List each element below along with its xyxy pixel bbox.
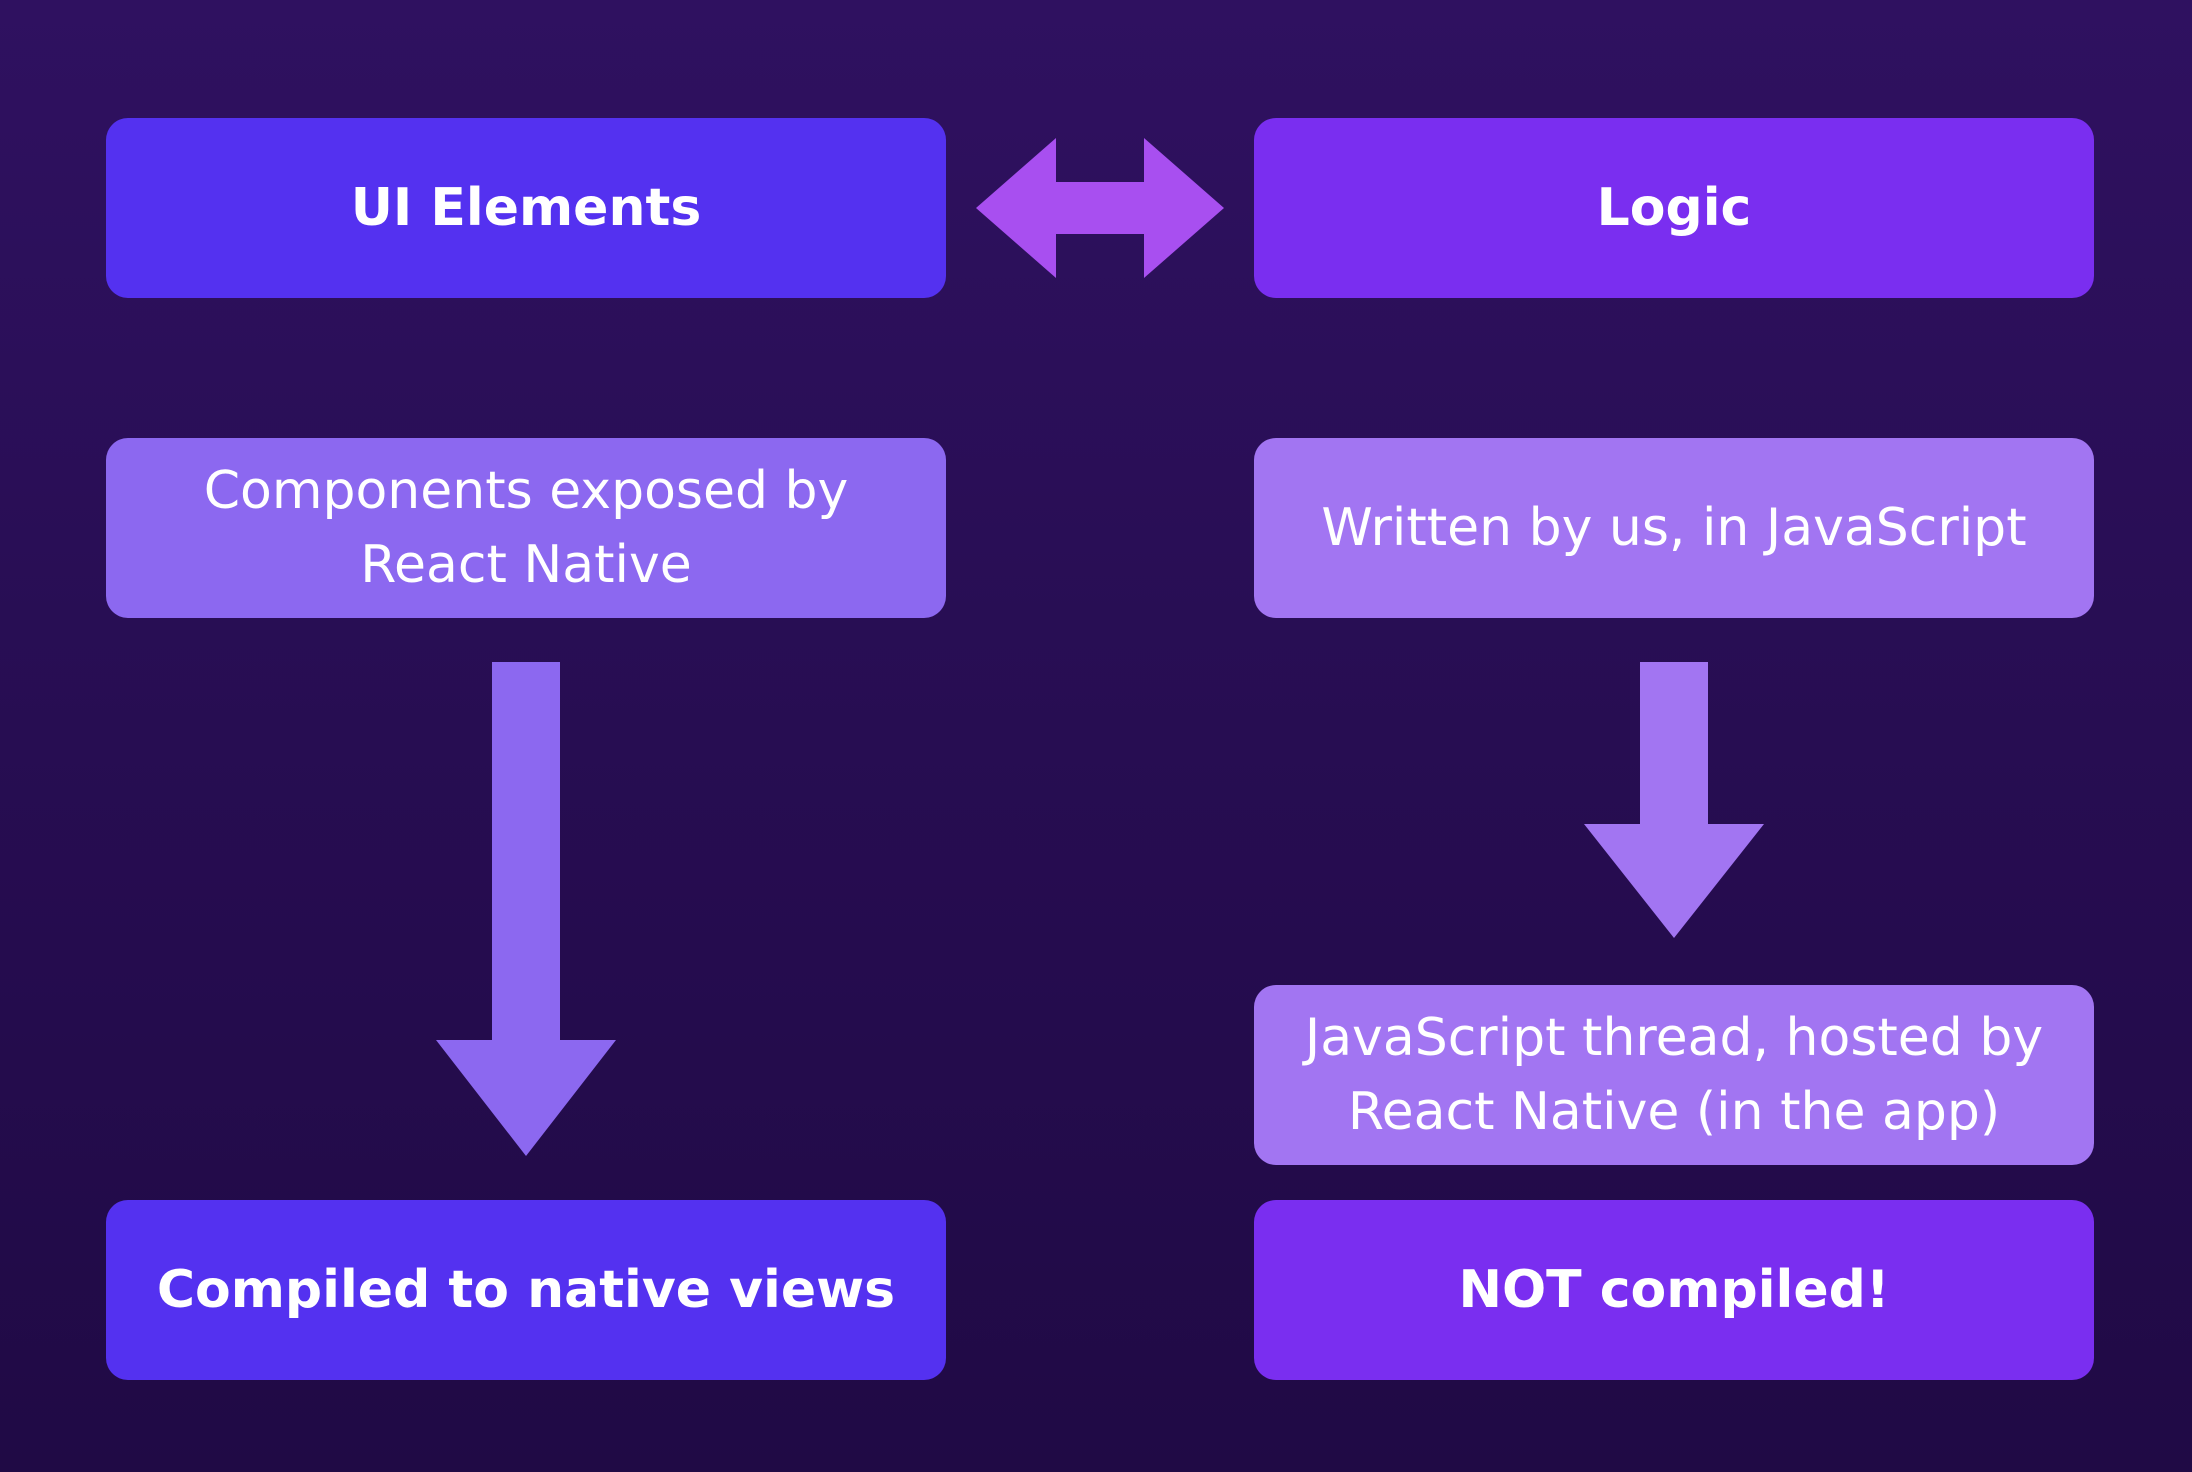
double-headed-arrow-icon <box>976 138 1224 278</box>
not-compiled-box: NOT compiled! <box>1254 1200 2094 1380</box>
down-arrow-icon <box>436 662 616 1156</box>
compiled-native-views-box: Compiled to native views <box>106 1200 946 1380</box>
ui-elements-label: UI Elements <box>350 178 702 238</box>
written-in-javascript-label: Written by us, in JavaScript <box>1321 498 2027 558</box>
compiled-native-views-label: Compiled to native views <box>156 1260 896 1320</box>
not-compiled-label: NOT compiled! <box>1458 1260 1890 1320</box>
components-description-box: Components exposed by React Native <box>106 438 946 618</box>
javascript-thread-label: JavaScript thread, hosted by React Nativ… <box>1304 1008 2044 1142</box>
written-in-javascript-box: Written by us, in JavaScript <box>1254 438 2094 618</box>
components-description-label: Components exposed by React Native <box>203 461 849 595</box>
ui-elements-box: UI Elements <box>106 118 946 298</box>
down-arrow-icon <box>1584 662 1764 938</box>
javascript-thread-box: JavaScript thread, hosted by React Nativ… <box>1254 985 2094 1165</box>
logic-box: Logic <box>1254 118 2094 298</box>
logic-label: Logic <box>1596 178 1752 238</box>
